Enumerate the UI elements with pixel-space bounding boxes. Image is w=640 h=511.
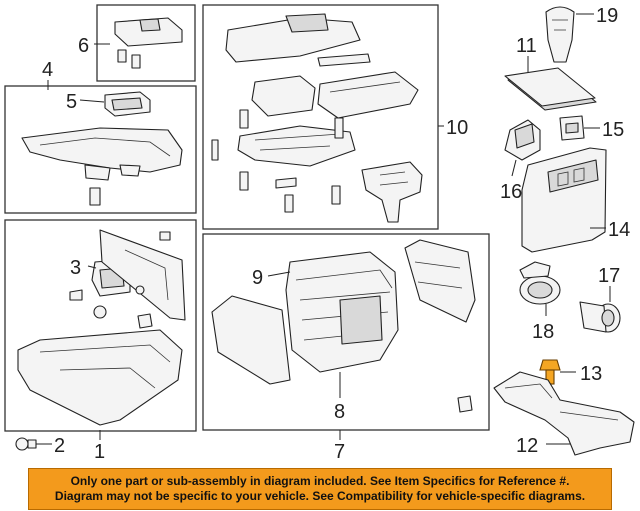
group-box-6 <box>96 4 196 82</box>
notice-line-1: Only one part or sub-assembly in diagram… <box>70 474 570 488</box>
callout-16: 16 <box>500 181 522 203</box>
part-18-power-outlet[interactable] <box>519 261 561 305</box>
group-box-4 <box>4 85 197 214</box>
part-9-storage-box[interactable] <box>285 251 399 373</box>
callout-8: 8 <box>334 401 345 423</box>
group-box-7 <box>202 233 490 431</box>
callout-6: 6 <box>78 35 89 57</box>
callout-11: 11 <box>516 35 537 57</box>
callout-17: 17 <box>598 265 620 287</box>
callout-2: 2 <box>54 435 65 457</box>
part-6-bracket[interactable] <box>114 17 183 69</box>
part-11-mat[interactable] <box>504 67 597 111</box>
leader-5 <box>79 99 105 103</box>
compatibility-notice-banner: Only one part or sub-assembly in diagram… <box>28 468 612 510</box>
leader-9 <box>267 271 291 277</box>
callout-13: 13 <box>580 363 602 385</box>
part-14-rear-panel[interactable] <box>521 147 607 253</box>
part-13-bolt[interactable] <box>539 359 561 385</box>
callout-9: 9 <box>252 267 263 289</box>
part-15-switch[interactable] <box>559 115 585 141</box>
leader-3 <box>87 265 97 269</box>
part-16-socket[interactable] <box>504 119 541 161</box>
part-19-shift-knob[interactable] <box>545 6 575 63</box>
callout-3: 3 <box>70 257 81 279</box>
callout-7: 7 <box>334 441 345 463</box>
part-1-side-panel[interactable] <box>17 229 186 426</box>
callout-10: 10 <box>446 117 468 139</box>
callout-12: 12 <box>516 435 538 457</box>
callout-14: 14 <box>608 219 630 241</box>
callout-5: 5 <box>66 91 77 113</box>
callout-19: 19 <box>596 5 618 27</box>
callout-1: 1 <box>94 441 105 463</box>
leader-16 <box>511 159 517 177</box>
callout-15: 15 <box>602 119 624 141</box>
part-12-air-duct[interactable] <box>493 371 635 456</box>
callout-4: 4 <box>42 59 53 81</box>
part-2-clip[interactable] <box>15 437 37 451</box>
part-4-console-frame[interactable] <box>21 127 183 206</box>
part-8-side-cover[interactable] <box>211 239 476 413</box>
part-10-armrest-lid[interactable] <box>211 13 423 223</box>
callout-18: 18 <box>532 321 554 343</box>
notice-line-2: Diagram may not be specific to your vehi… <box>54 489 586 503</box>
part-17-lighter[interactable] <box>579 301 621 333</box>
group-box-10 <box>202 4 439 230</box>
part-5-tray-insert[interactable] <box>104 91 151 117</box>
